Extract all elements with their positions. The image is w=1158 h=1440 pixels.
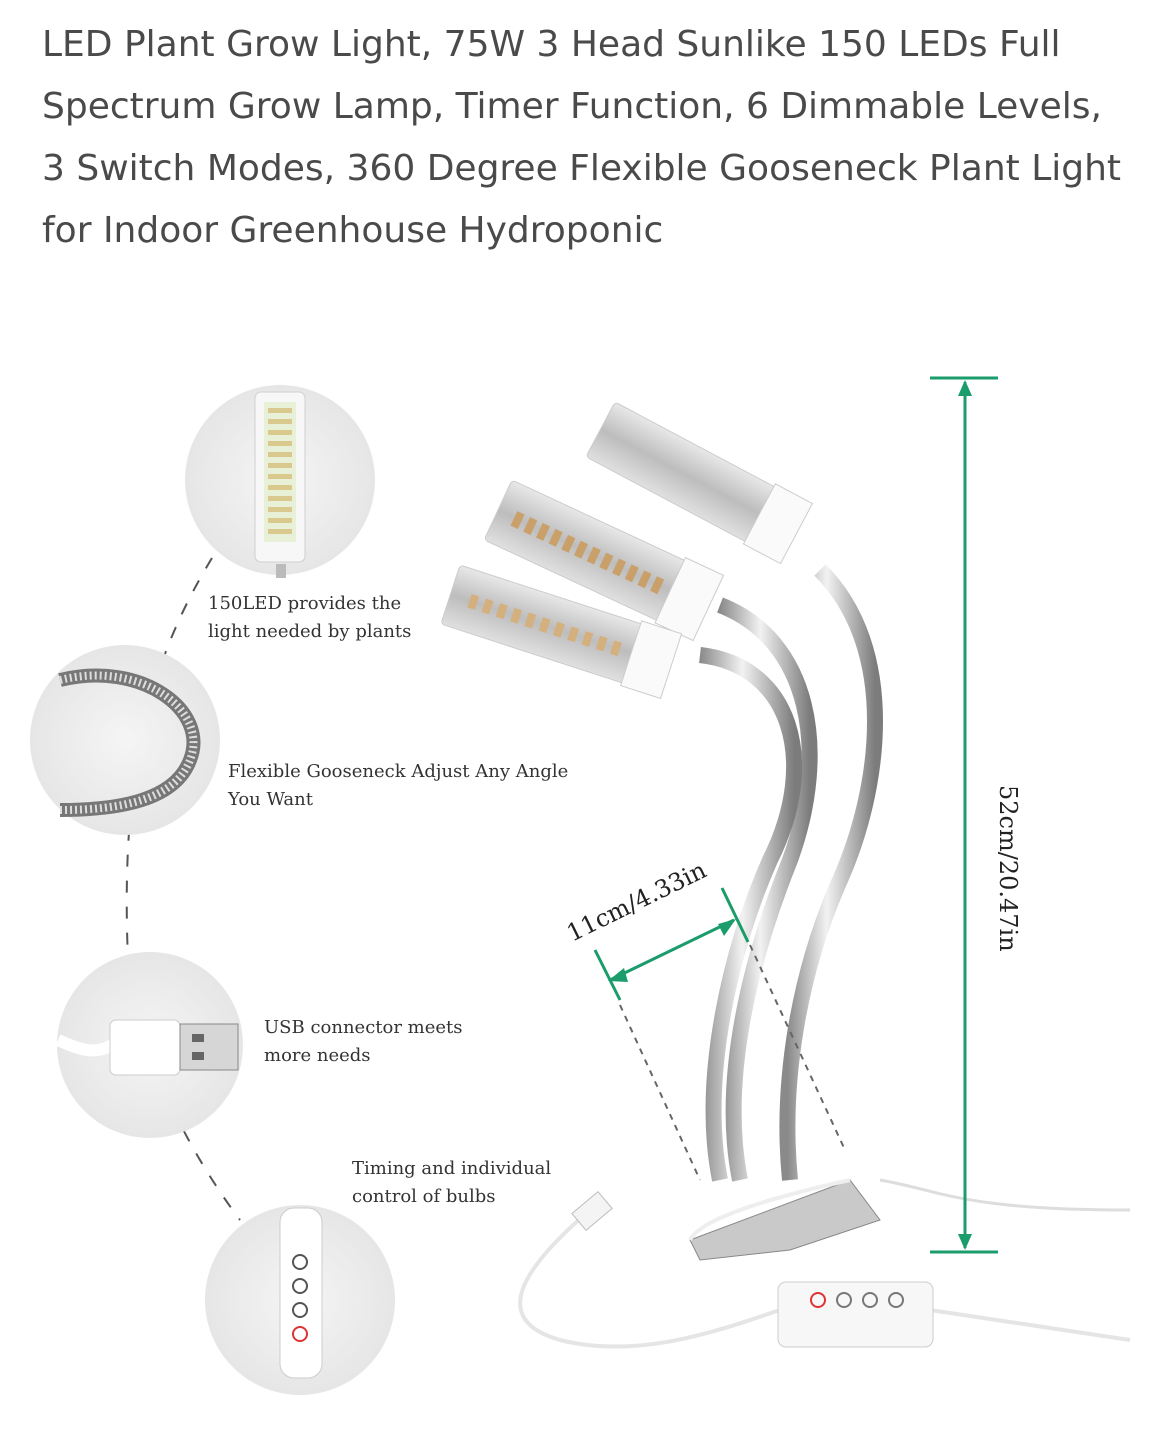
led-dot [599, 552, 614, 571]
led-dot [268, 419, 292, 424]
led-dot [637, 570, 652, 589]
height-label: 52cm/20.47in [994, 785, 1022, 952]
led-dot [624, 564, 639, 583]
led-dot [495, 603, 508, 620]
light-head-top [586, 402, 814, 565]
led-dot [567, 626, 580, 643]
dashed-connector [125, 557, 241, 1221]
led-dot [612, 558, 627, 577]
gooseneck-icon [30, 645, 220, 835]
led-dot [268, 529, 292, 534]
product-title: LED Plant Grow Light, 75W 3 Head Sunlike… [42, 24, 1122, 251]
light-head-middle [484, 480, 725, 642]
led-dot [268, 518, 292, 523]
led-dot [268, 485, 292, 490]
feature-caption-gooseneck: Flexible Gooseneck Adjust Any Angle You … [228, 761, 569, 810]
led-panel-icon [185, 385, 375, 578]
led-dot [268, 408, 292, 413]
led-dot [268, 430, 292, 435]
led-dot [548, 528, 563, 547]
led-dot [268, 507, 292, 512]
led-dot [581, 631, 594, 647]
led-dot [268, 452, 292, 457]
led-dot [510, 607, 523, 624]
feature-caption-timer: Timing and individual control of bulbs [352, 1158, 552, 1207]
controller-button [862, 1292, 878, 1308]
led-dot [609, 640, 622, 657]
remote-controller-icon [205, 1205, 395, 1395]
led-dot [535, 523, 550, 541]
led-dot [268, 463, 292, 468]
controller-button [888, 1292, 904, 1308]
clamp-base [688, 1178, 881, 1261]
light-head-bottom [441, 565, 683, 700]
gooseneck-arms [698, 564, 883, 1182]
height-dimension: 52cm/20.47in [930, 376, 1022, 1254]
feature-caption-led: 150LED provides the light needed by plan… [208, 593, 412, 642]
product-illustration: 52cm/20.47in 11cm/4.33in [30, 376, 1131, 1395]
led-dot [650, 576, 665, 595]
led-dot [574, 540, 589, 559]
led-dot [561, 534, 576, 553]
led-dot [268, 441, 292, 446]
led-dot [524, 612, 537, 629]
led-dot [523, 517, 538, 535]
led-dot [586, 546, 601, 565]
led-dot [595, 635, 608, 652]
controller-button [836, 1292, 852, 1308]
product-image[interactable]: 52cm/20.47in 11cm/4.33in 150LED provides… [0, 320, 1158, 1430]
led-dot [467, 594, 480, 610]
usb-connector-icon [55, 952, 243, 1138]
led-dot [481, 598, 494, 615]
width-label: 11cm/4.33in [562, 856, 710, 948]
led-dot [552, 621, 565, 638]
led-dot [268, 496, 292, 501]
led-dot [538, 617, 551, 633]
feature-caption-usb: USB connector meets more needs [264, 1017, 463, 1066]
led-dot [510, 511, 525, 530]
led-dot [268, 474, 292, 479]
controller-button [810, 1292, 826, 1308]
